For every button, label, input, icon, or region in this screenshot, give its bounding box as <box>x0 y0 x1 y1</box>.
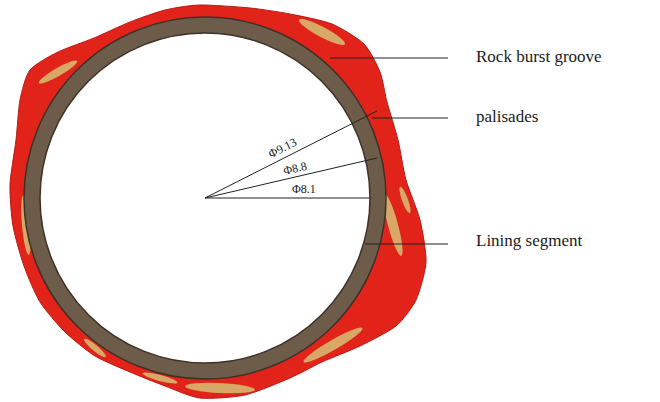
radius-lines <box>205 111 377 198</box>
tunnel-interior <box>40 33 370 363</box>
callout-label: palisades <box>476 108 538 125</box>
rock-outline <box>10 5 426 398</box>
leader-lines <box>330 58 448 244</box>
lining-segment <box>24 17 386 379</box>
callout-label: Lining segment <box>476 232 582 249</box>
callout-label: Rock burst groove <box>476 48 602 65</box>
rock-burst-groove <box>19 15 412 394</box>
dimension-label: Φ8.1 <box>292 183 316 195</box>
surrounding-rock <box>10 5 426 398</box>
